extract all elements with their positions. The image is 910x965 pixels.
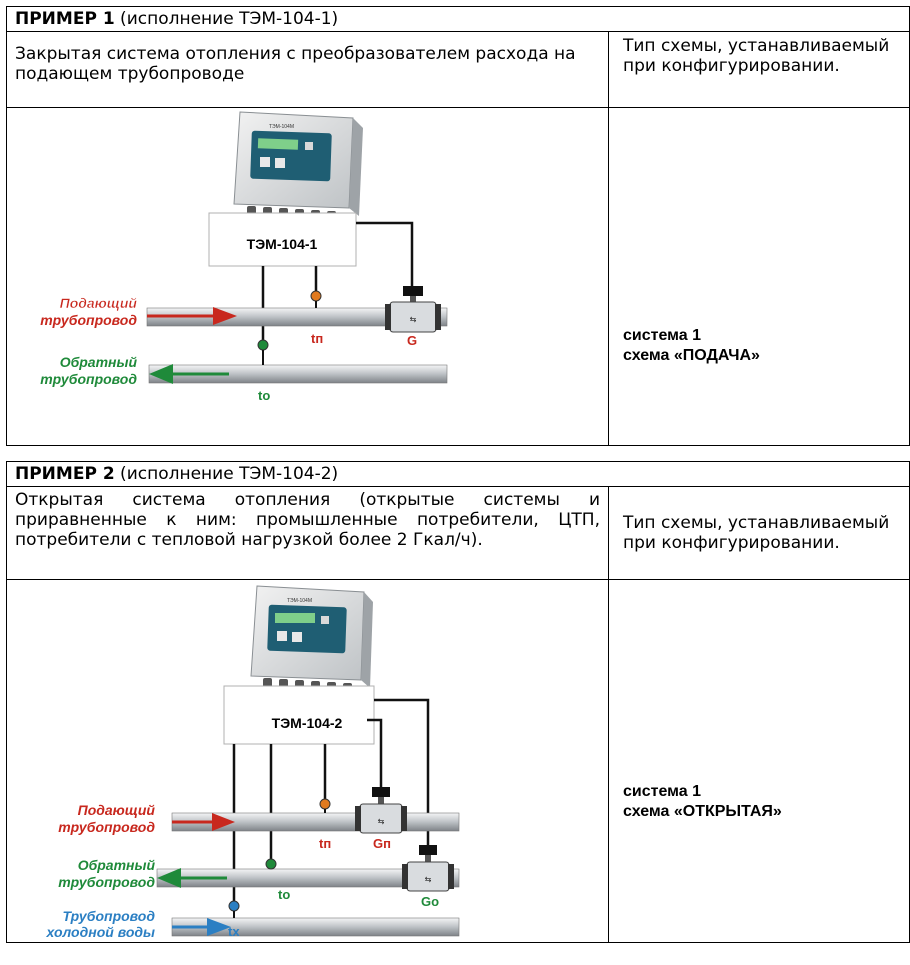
supply-pipe-label-line2: трубопровод (40, 312, 137, 328)
device-label: ТЭМ-104-2 (272, 715, 343, 731)
terminal-box (223, 685, 375, 745)
supply-temp-sensor (310, 290, 322, 302)
supply-pipe-label-line1: Подающий (78, 802, 156, 818)
sensor-to-label: tо (278, 887, 290, 902)
device-screen-label: ТЭМ-104М (269, 124, 294, 130)
example-1-system-cell: система 1 схема «ПОДАЧА» (608, 107, 910, 446)
example-1-variant: (исполнение ТЭМ-104-1) (114, 9, 339, 29)
example-2-header: ПРИМЕР 2 (исполнение ТЭМ-104-2) (6, 461, 910, 487)
device-front-panel (267, 604, 347, 654)
supply-arrow (212, 813, 235, 831)
supply-pipe-label-line2: трубопровод (58, 819, 155, 835)
heat-meter-device: ТЭМ-104М (250, 585, 373, 693)
return-pipe-label-line2: трубопровод (58, 874, 155, 890)
example-1-diagram: ТЭМ-104М ТЭМ-104-1 (40, 111, 448, 403)
example-1-description: Закрытая система отопления с преобразова… (6, 31, 609, 108)
return-flowmeter: ⇆ (402, 845, 454, 892)
example-2-diagram: ТЭМ-104М ТЭМ-104-2 (46, 585, 460, 940)
heat-meter-device: ТЭМ-104М (233, 111, 363, 221)
device-label: ТЭМ-104-1 (247, 236, 318, 252)
wires (261, 221, 414, 341)
sensor-to-label: tо (258, 388, 270, 403)
cold-temp-sensor (228, 900, 240, 912)
example-1-title: ПРИМЕР 1 (15, 9, 115, 29)
device-display (275, 613, 315, 623)
return-temp-sensor (265, 858, 277, 870)
device-button (277, 631, 287, 641)
flow-go-label: Gо (421, 894, 439, 909)
supply-pipe-label-line1: Подающий (60, 295, 138, 311)
cold-pipe-label-line1: Трубопровод (62, 908, 155, 924)
device-button (321, 616, 329, 624)
svg-text:⇆: ⇆ (425, 875, 432, 884)
example-2-table: ПРИМЕР 2 (исполнение ТЭМ-104-2) Открытая… (6, 461, 910, 943)
example-2-description: Открытая система отопления (открытые сис… (6, 486, 609, 580)
device-button (275, 158, 285, 168)
flowmeter: ⇆ (385, 286, 441, 333)
example-1-header: ПРИМЕР 1 (исполнение ТЭМ-104-1) (6, 6, 910, 32)
flow-g-label: G (407, 333, 417, 348)
svg-text:⇆: ⇆ (410, 315, 417, 324)
return-temp-sensor (257, 339, 269, 351)
return-pipe-label-line2: трубопровод (40, 371, 137, 387)
device-display (257, 138, 299, 150)
example-1-diagram-cell: ТЭМ-104М ТЭМ-104-1 (6, 107, 609, 446)
supply-temp-sensor (319, 798, 331, 810)
example-2-diagram-cell: ТЭМ-104М ТЭМ-104-2 (6, 579, 609, 943)
terminal-box (208, 212, 357, 267)
cold-pipe-label-line2: холодной воды (46, 924, 155, 938)
cold-arrow (207, 918, 231, 936)
device-button (305, 142, 313, 150)
return-arrow (149, 364, 173, 384)
example-1-table: ПРИМЕР 1 (исполнение ТЭМ-104-1) Закрытая… (6, 6, 910, 446)
device-button (260, 157, 270, 167)
supply-arrow (213, 307, 237, 325)
sensor-tp-label: tп (311, 331, 323, 346)
device-screen-label: ТЭМ-104М (287, 598, 312, 604)
sensor-tp-label: tп (319, 836, 331, 851)
svg-text:⇆: ⇆ (378, 817, 385, 826)
device-button (292, 632, 302, 642)
return-pipe-label-line1: Обратный (60, 354, 138, 370)
sensor-tx-label: tх (228, 924, 240, 938)
device-front-panel (250, 130, 332, 182)
example-2-scheme: схема «ОТКРЫТАЯ» (623, 803, 782, 820)
example-2-variant: (исполнение ТЭМ-104-2) (114, 464, 339, 484)
example-2-system-cell: система 1 схема «ОТКРЫТАЯ» (608, 579, 910, 943)
supply-flowmeter: ⇆ (355, 787, 407, 834)
return-pipe-label-line1: Обратный (78, 857, 156, 873)
example-1-scheme: схема «ПОДАЧА» (623, 347, 760, 364)
example-1-scheme-note: Тип схемы, устанавливаемый при конфигури… (608, 31, 910, 108)
example-2-title: ПРИМЕР 2 (15, 464, 115, 484)
flow-gp-label: Gп (373, 836, 391, 851)
example-2-system: система 1 (623, 783, 702, 800)
example-1-system: система 1 (623, 327, 702, 344)
example-2-scheme-note: Тип схемы, устанавливаемый при конфигури… (608, 486, 910, 580)
return-arrow (157, 868, 181, 888)
